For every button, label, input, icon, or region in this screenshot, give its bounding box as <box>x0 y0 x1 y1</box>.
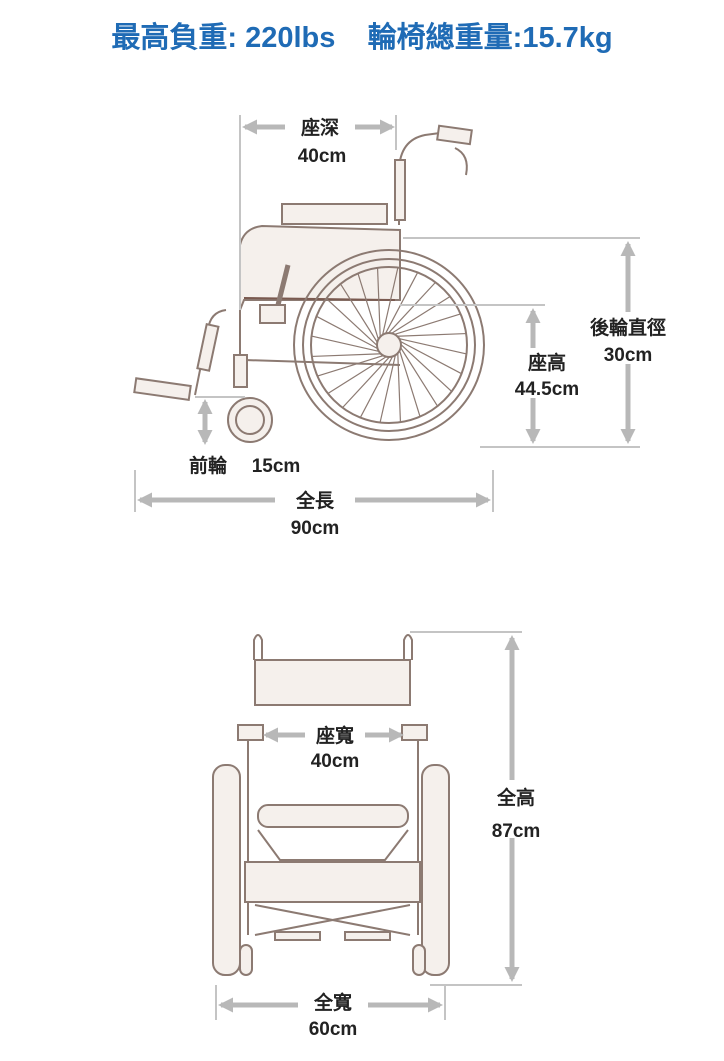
total-height-value: 87cm <box>492 821 541 842</box>
total-length-label: 全長 <box>295 489 335 512</box>
wheel-spoke <box>311 353 385 358</box>
wheel-spoke <box>327 354 390 394</box>
wheel-spoke <box>398 341 453 392</box>
wheel-spoke <box>388 296 451 336</box>
wheel-spoke <box>325 298 380 349</box>
seat-height-value: 44.5cm <box>515 379 579 400</box>
brake-lever <box>454 147 468 176</box>
seat-width-label: 座寬 <box>316 724 354 747</box>
wheel-spoke <box>393 332 467 337</box>
rear-wheel-value: 30cm <box>604 345 653 366</box>
seat-height-label: 座高 <box>528 351 566 374</box>
weight-label: 輪椅總重量: <box>367 22 523 54</box>
side-view-wheelchair <box>133 124 485 443</box>
right-wheel <box>421 764 450 976</box>
caster-wheel <box>227 397 273 443</box>
backrest <box>254 659 411 706</box>
wheel-spoke <box>342 354 393 409</box>
wheel-spoke <box>381 267 399 339</box>
seat-width-dimension: 座寬 40cm <box>263 724 404 772</box>
footrest <box>133 377 192 401</box>
wheel-spoke <box>359 353 395 418</box>
wheel-spoke <box>397 349 402 423</box>
wheel-spoke <box>391 313 461 336</box>
seat-cushion <box>257 804 409 828</box>
wheel-spoke <box>398 347 421 417</box>
total-width-dimension: 全寬 60cm <box>215 985 446 1040</box>
wheel-spoke <box>316 315 381 351</box>
wheel-spoke <box>317 354 387 377</box>
wheel-spoke <box>376 267 381 341</box>
spec-title: 最高負重: 220lbs 輪椅總重量:15.7kg <box>0 14 724 56</box>
armrest-pad <box>281 203 388 225</box>
rear-wheel-dimension: 後輪直徑 30cm <box>403 237 675 448</box>
wheel-spoke <box>395 337 467 355</box>
wheel-spoke <box>398 344 438 407</box>
rear-wheel <box>293 249 485 441</box>
total-width-value: 60cm <box>309 1019 358 1040</box>
total-height-label: 全高 <box>496 786 535 809</box>
rear-wheel-label: 後輪直徑 <box>590 316 666 339</box>
seat-height-dimension: 座高 44.5cm <box>400 304 590 444</box>
left-wheel <box>212 764 241 976</box>
front-wheel-label: 前輪 <box>189 454 228 477</box>
wheel-spoke <box>397 339 462 375</box>
front-wheel-value: 15cm <box>252 456 301 477</box>
wheel-spoke <box>379 351 397 423</box>
wheel-spoke <box>340 283 380 346</box>
seat-width-value: 40cm <box>311 751 360 772</box>
max-load-value: 220lbs <box>245 22 336 54</box>
wheel-spoke <box>385 281 436 336</box>
wheel-hub <box>376 332 402 358</box>
front-wheel-dimension: 前輪 15cm <box>189 396 301 477</box>
seat-depth-dimension: 座深 40cm <box>239 115 397 310</box>
front-crossbar-panel <box>244 861 421 903</box>
front-view-wheelchair <box>212 634 450 976</box>
wheel-spoke <box>357 273 380 343</box>
max-load-label: 最高負重: <box>111 22 238 54</box>
weight-value: 15.7kg <box>522 22 613 54</box>
wheel-spoke <box>311 335 383 353</box>
handle-grip <box>436 124 473 146</box>
total-length-dimension: 全長 90cm <box>134 470 494 539</box>
seat-depth-value: 40cm <box>298 146 347 167</box>
seat-depth-label: 座深 <box>301 116 339 139</box>
total-width-label: 全寬 <box>313 991 352 1014</box>
total-length-value: 90cm <box>291 518 340 539</box>
